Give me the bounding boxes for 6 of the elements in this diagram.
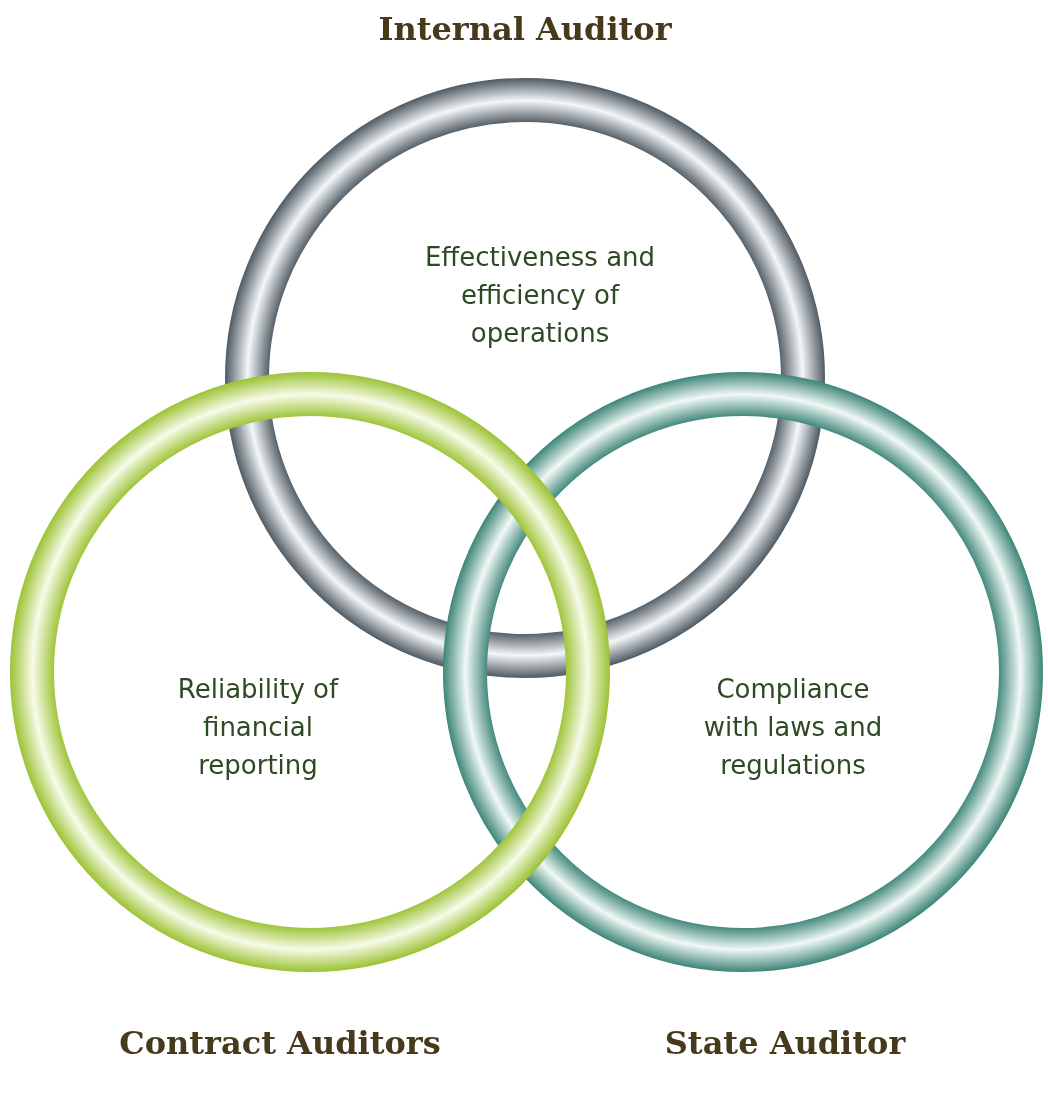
circle-heading: State Auditor	[663, 1024, 907, 1062]
circle-label: Compliance with laws and regulations	[702, 673, 884, 782]
circle-label: Effectiveness and efficiency of operations	[423, 241, 657, 350]
circle-heading: Contract Auditors	[118, 1024, 442, 1062]
circle-label: Reliability of financial reporting	[176, 673, 340, 782]
circle-heading: Internal Auditor	[377, 10, 673, 48]
